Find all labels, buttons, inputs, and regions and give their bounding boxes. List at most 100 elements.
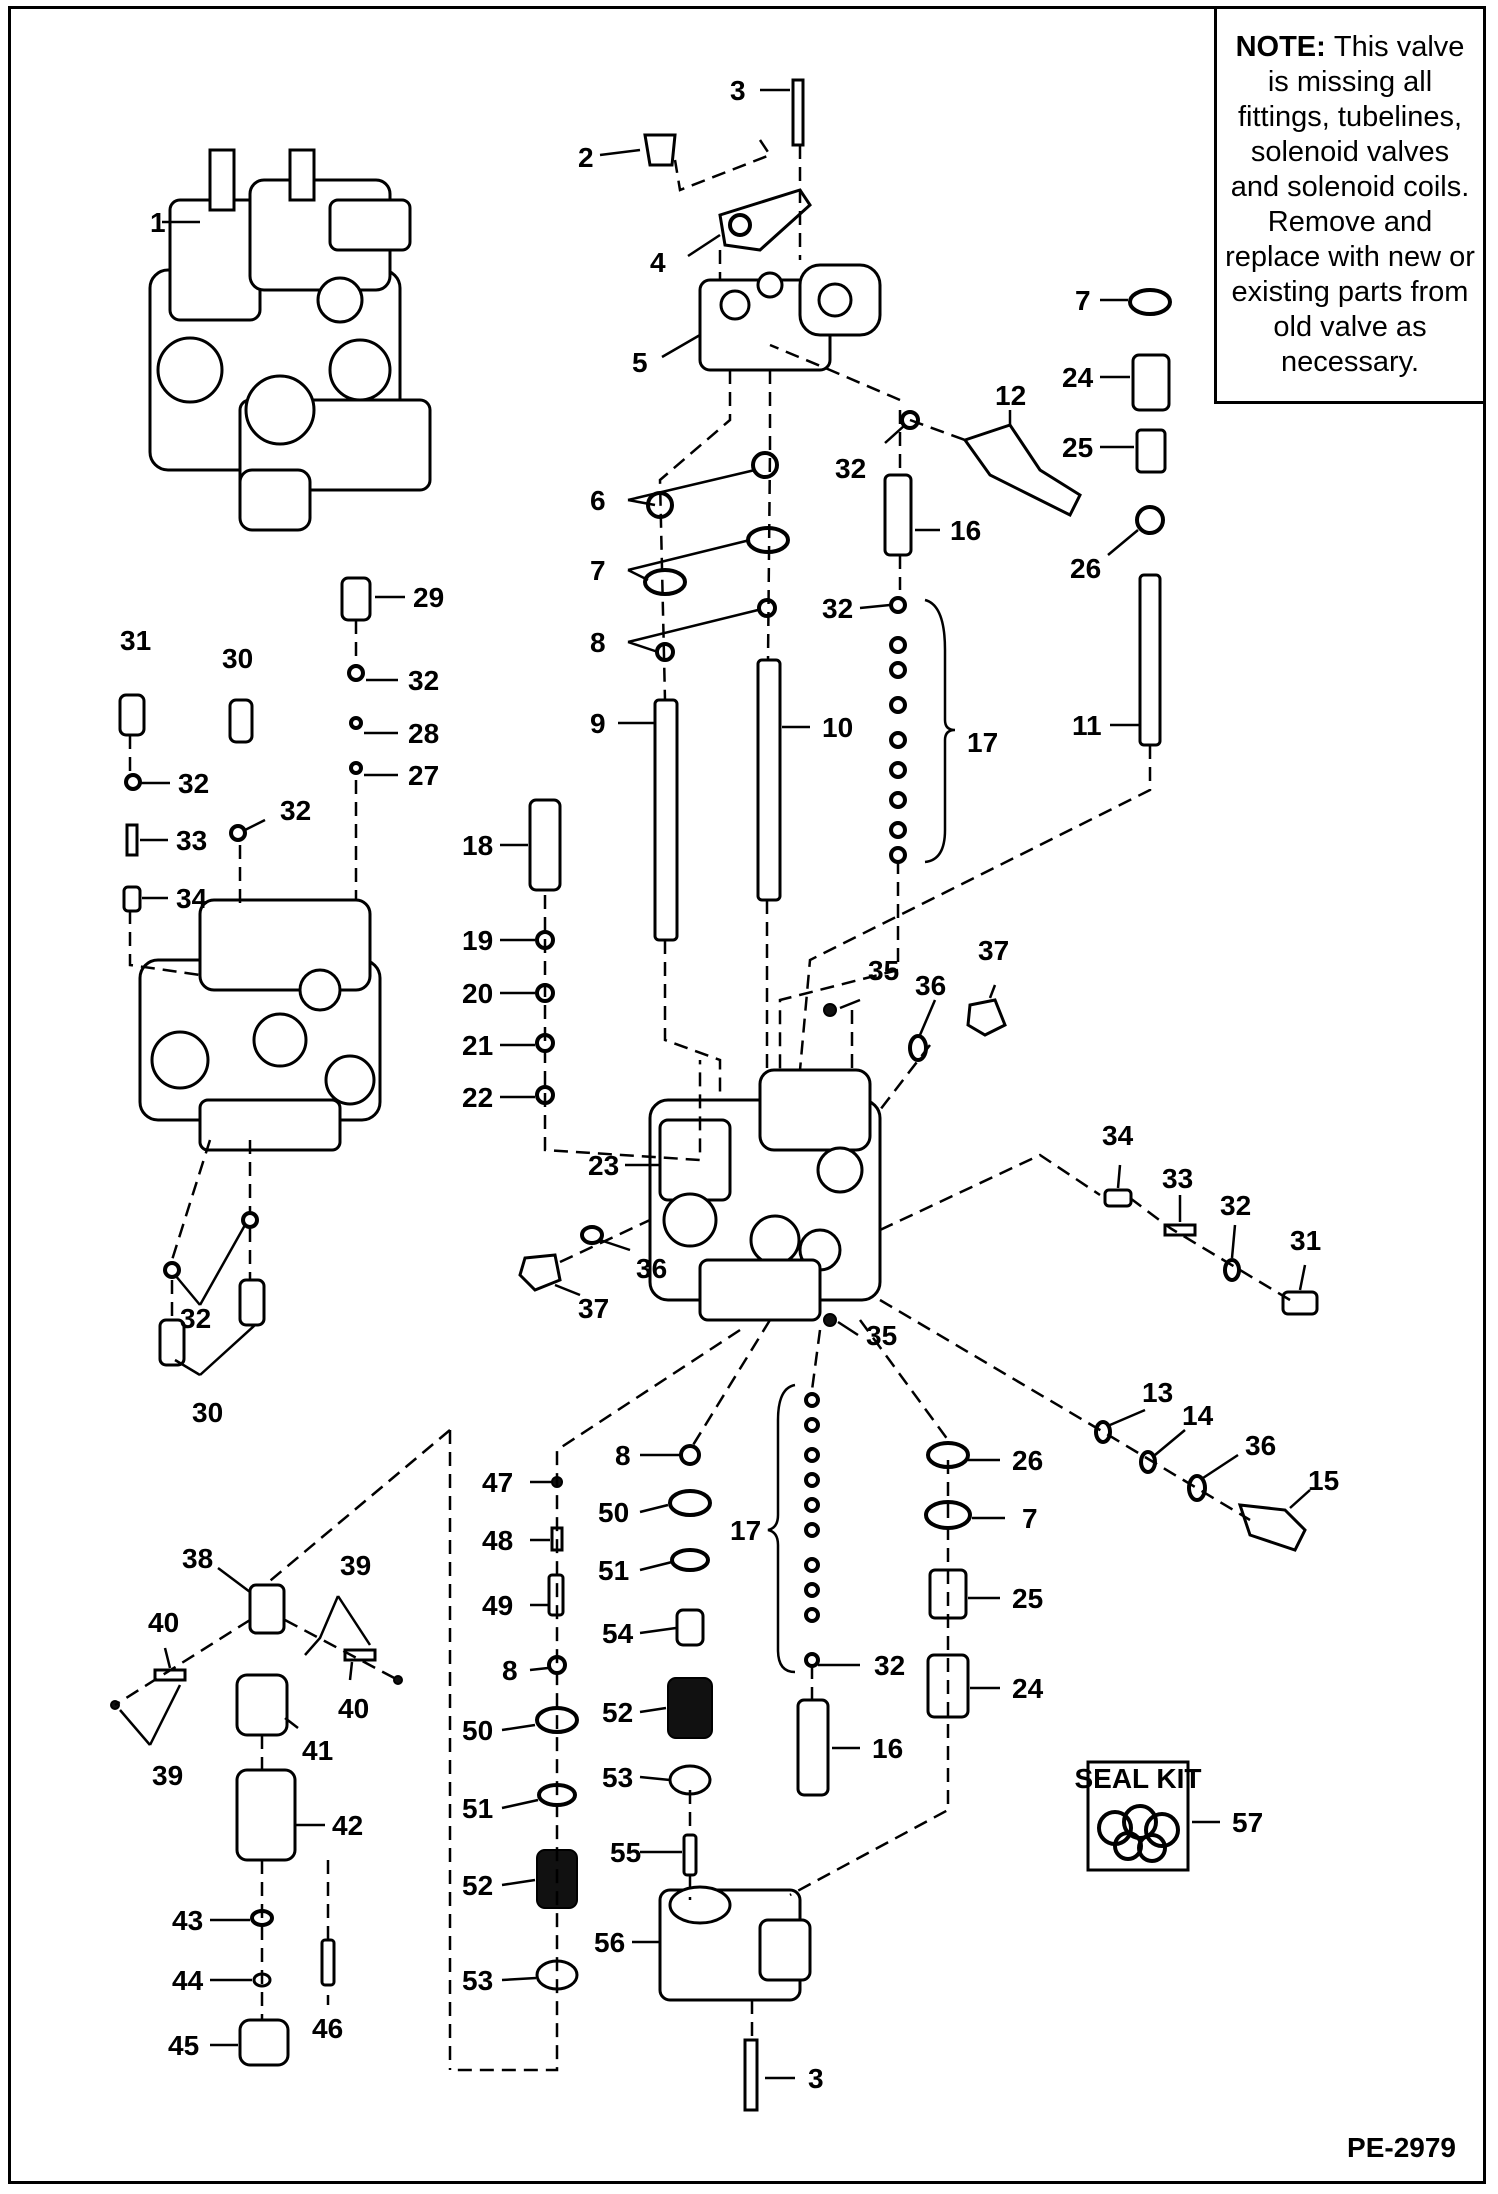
callout-25-top: 25 <box>1062 432 1093 463</box>
ball-item-39-b <box>393 1675 403 1685</box>
callout-50-center: 50 <box>598 1497 629 1528</box>
callout-53-left: 53 <box>462 1965 493 1996</box>
callout-33-left: 33 <box>176 825 207 856</box>
callout-34-left: 34 <box>176 883 208 914</box>
oring-item-32-right <box>1223 1258 1241 1282</box>
callout-52-center: 52 <box>602 1697 633 1728</box>
fitting-item-30-left <box>228 698 254 744</box>
assembly-lines <box>114 139 1291 2072</box>
valve-section-item-23 <box>648 1068 882 1322</box>
poppet-item-34-right <box>1103 1188 1133 1208</box>
valve-body-left <box>138 898 382 1152</box>
valve-assembly-item-1 <box>148 148 432 532</box>
oring-item-7-left <box>643 568 687 596</box>
fitting-item-30-c <box>238 1278 266 1327</box>
callout-11: 11 <box>1072 710 1102 741</box>
callout-30-bottom: 30 <box>192 1397 223 1428</box>
callout-6: 6 <box>590 485 606 516</box>
pin-item-55 <box>682 1833 698 1877</box>
callout-32-bottom-stack: 32 <box>874 1650 905 1681</box>
callout-31-right: 31 <box>1290 1225 1321 1256</box>
fitting-item-31-left <box>118 693 146 737</box>
callout-7-top: 7 <box>1075 285 1091 316</box>
callout-33-right: 33 <box>1162 1163 1193 1194</box>
callout-40-left: 40 <box>148 1607 179 1638</box>
callout-13: 13 <box>1142 1377 1173 1408</box>
callout-8-center: 8 <box>615 1440 631 1471</box>
callout-3-top: 3 <box>730 75 746 106</box>
oring-item-32-d <box>163 1261 181 1279</box>
callout-29: 29 <box>413 582 444 613</box>
oring-item-27 <box>349 761 363 775</box>
callout-42: 42 <box>332 1810 363 1841</box>
washer-item-50-b <box>668 1489 712 1517</box>
callout-47: 47 <box>482 1467 513 1498</box>
callout-44: 44 <box>172 1965 204 1996</box>
callout-34-right: 34 <box>1102 1120 1134 1151</box>
drawing-number: PE-2979 <box>1347 2132 1456 2163</box>
seal-stack-item-17-bottom <box>804 1392 820 1668</box>
seal-item-6-right <box>751 451 779 479</box>
oring-item-7-top <box>1128 288 1172 316</box>
end-cap-item-56 <box>658 1885 812 2002</box>
callout-26-bottom: 26 <box>1012 1445 1043 1476</box>
spring-item-33-left <box>125 823 139 857</box>
seal-item-8-b <box>679 1444 701 1466</box>
nut-item-41 <box>235 1673 289 1737</box>
callout-16-top: 16 <box>950 515 981 546</box>
gasket-hole <box>728 213 752 237</box>
plug-item-37-top <box>966 998 1007 1037</box>
coil-item-42 <box>235 1768 297 1862</box>
callout-labels: 1 2 3 4 5 6 7 8 9 10 11 12 32 16 32 17 7… <box>120 75 1339 2094</box>
callout-32-right: 32 <box>1220 1190 1251 1221</box>
spool-item-11 <box>1138 573 1162 747</box>
spring-item-52-b <box>667 1677 713 1739</box>
oring-item-36-right <box>1187 1474 1207 1502</box>
seal-item-26-top <box>1135 505 1165 535</box>
callout-28: 28 <box>408 718 439 749</box>
callout-22: 22 <box>462 1082 493 1113</box>
callout-27: 27 <box>408 760 439 791</box>
callout-7-left: 7 <box>590 555 606 586</box>
callout-7-bottom: 7 <box>1022 1503 1038 1534</box>
seal-kit-item-57: SEAL KIT <box>1074 1760 1202 1872</box>
callout-53-center: 53 <box>602 1762 633 1793</box>
washer-item-51-b <box>670 1548 710 1572</box>
callout-41: 41 <box>302 1735 333 1766</box>
callout-1: 1 <box>150 207 166 238</box>
callout-54: 54 <box>602 1618 634 1649</box>
relief-item-16-top <box>883 473 913 557</box>
note-text: NOTE: This valve is missing all fittings… <box>1217 24 1483 386</box>
oring-item-32-b <box>124 773 142 791</box>
callout-16-bottom: 16 <box>872 1733 903 1764</box>
oring-item-35-top <box>823 1003 837 1017</box>
oring-item-32-top <box>900 410 920 430</box>
leader-lines <box>119 88 1311 2080</box>
relief-item-16-bottom <box>796 1698 830 1797</box>
callout-56: 56 <box>594 1927 625 1958</box>
callout-43: 43 <box>172 1905 203 1936</box>
oring-item-32-a <box>347 664 365 682</box>
callout-46: 46 <box>312 2013 343 2044</box>
callout-14: 14 <box>1182 1400 1214 1431</box>
callout-49: 49 <box>482 1590 513 1621</box>
callout-3-bottom: 3 <box>808 2063 824 2094</box>
callout-8-top: 8 <box>590 627 606 658</box>
fitting-item-31-right <box>1281 1290 1319 1316</box>
drawing-frame <box>8 6 1486 2184</box>
callout-31-left: 31 <box>120 625 151 656</box>
oring-item-28 <box>349 716 363 730</box>
callout-32-top: 32 <box>835 453 866 484</box>
callout-10: 10 <box>822 712 853 743</box>
callout-37-left: 37 <box>578 1293 609 1324</box>
callout-32-left: 32 <box>178 768 209 799</box>
callout-38: 38 <box>182 1543 213 1574</box>
plug-item-37-left <box>518 1253 562 1292</box>
seal-kit-label: SEAL KIT <box>1074 1763 1201 1794</box>
callout-19: 19 <box>462 925 493 956</box>
poppet-item-34-left <box>122 885 142 913</box>
callout-24-bottom: 24 <box>1012 1673 1044 1704</box>
callout-51-center: 51 <box>598 1555 629 1586</box>
callout-48: 48 <box>482 1525 513 1556</box>
